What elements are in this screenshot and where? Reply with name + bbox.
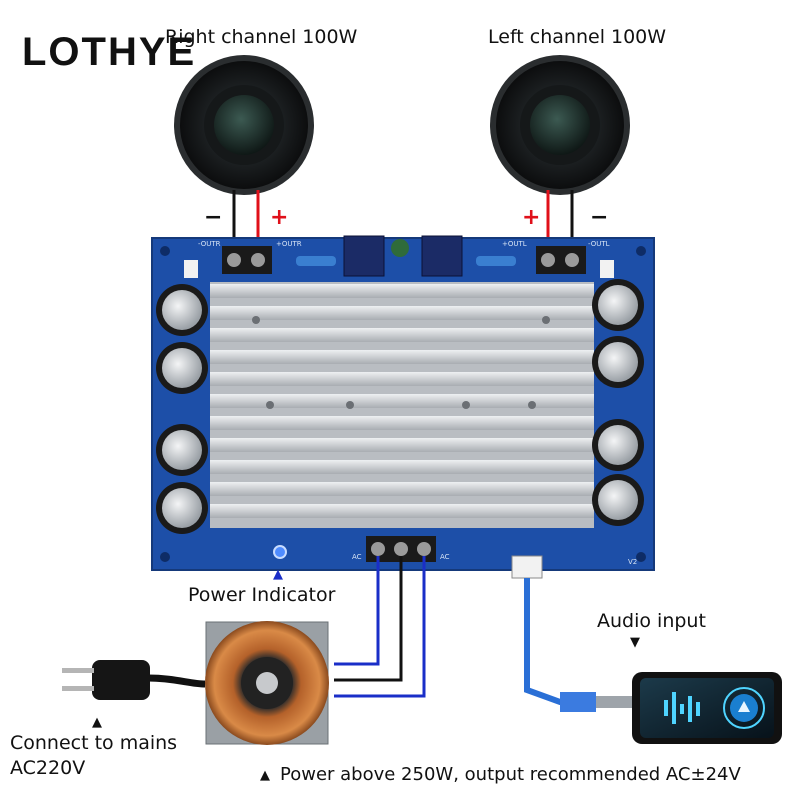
right-speaker	[174, 55, 314, 195]
audio-source-phone	[632, 672, 782, 744]
ac-wires	[334, 556, 426, 698]
mains-marker: ▲	[92, 715, 102, 730]
left-plus-marker: +	[522, 205, 541, 230]
power-indicator-marker: ▲	[273, 567, 283, 582]
audio-input-marker: ▼	[630, 635, 640, 650]
audio-input-label: Audio input	[597, 610, 706, 632]
board-label-out-l-minus: -OUTL	[588, 240, 610, 248]
left-channel-label: Left channel 100W	[488, 26, 667, 48]
toroidal-transformer	[205, 621, 329, 745]
board-label-out-r-plus: +OUTR	[276, 240, 302, 248]
heatsink-fins	[210, 284, 594, 518]
power-note-label: Power above 250W, output recommended AC±…	[280, 764, 741, 785]
audio-cable	[524, 578, 640, 712]
amplifier-board	[151, 235, 655, 579]
left-speaker	[490, 55, 630, 195]
board-label-out-r-minus: -OUTR	[198, 240, 221, 248]
power-indicator-led	[273, 545, 287, 559]
power-note-marker: ▲	[260, 768, 270, 783]
board-label-version: V2	[628, 558, 638, 566]
mains-plug	[62, 660, 206, 700]
right-plus-marker: +	[270, 205, 289, 230]
mains-label-line1: Connect to mains	[10, 732, 178, 754]
board-label-ac-left: AC	[352, 553, 362, 561]
power-indicator-label: Power Indicator	[188, 584, 336, 606]
board-label-out-l-plus: +OUTL	[502, 240, 527, 248]
right-minus-marker: −	[204, 205, 223, 230]
brand-logo: LOTHYE	[22, 30, 197, 74]
board-label-ac-right: AC	[440, 553, 450, 561]
mains-label-line2: AC220V	[10, 757, 86, 779]
right-channel-label: Right channel 100W	[165, 26, 358, 48]
capacitors	[156, 279, 644, 534]
left-minus-marker: −	[590, 205, 609, 230]
